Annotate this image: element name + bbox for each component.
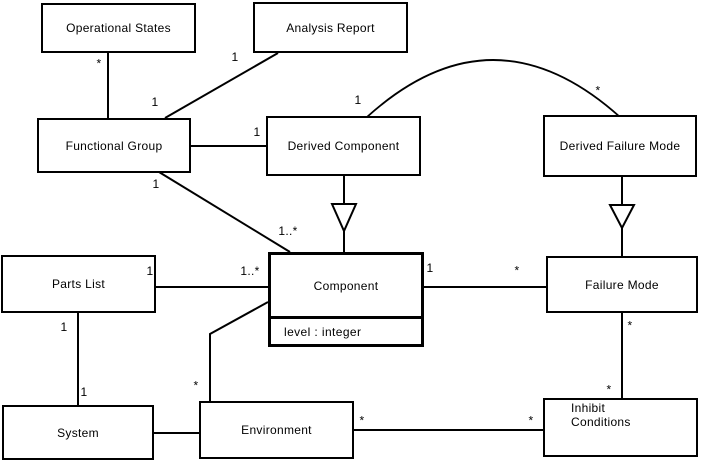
multiplicity-failure-mode-inhibit-end: * bbox=[627, 318, 633, 333]
node-label: Derived Failure Mode bbox=[559, 139, 681, 153]
multiplicity-environment-component-end: * bbox=[193, 378, 199, 393]
class-attribute: level : integer bbox=[284, 324, 362, 339]
multiplicity-operational-states-end: * bbox=[96, 56, 102, 71]
multiplicity-component-parts-list-end: 1..* bbox=[240, 264, 260, 278]
node-label: Component bbox=[313, 278, 379, 293]
node-label: System bbox=[57, 425, 99, 440]
node-label: Parts List bbox=[51, 277, 105, 291]
edge-functional-group-component bbox=[158, 171, 291, 253]
multiplicity-parts-list-component-end: 1 bbox=[146, 264, 154, 278]
multiplicity-derived-failure-mode-arc-end: * bbox=[595, 83, 601, 98]
node-label: Analysis Report bbox=[286, 20, 375, 35]
multiplicity-functional-group-component-end: 1 bbox=[152, 177, 160, 191]
generalization-triangle-icon bbox=[608, 204, 636, 231]
node-label: Failure Mode bbox=[585, 277, 659, 292]
multiplicity-component-failure-mode-end: 1 bbox=[426, 261, 434, 275]
multiplicity-analysis-report-end: 1 bbox=[231, 50, 239, 64]
node-label: Operational States bbox=[66, 21, 171, 35]
node-derived-failure-mode: Derived Failure Mode bbox=[543, 115, 697, 177]
multiplicity-derived-component-end: 1 bbox=[253, 125, 261, 139]
node-label: Environment bbox=[241, 423, 312, 437]
node-operational-states: Operational States bbox=[41, 3, 196, 53]
edge-derived-component-derived-failure-mode-arc bbox=[366, 59, 621, 118]
edge-analysis-report-functional-group bbox=[164, 52, 279, 119]
edge-environment-component bbox=[209, 301, 269, 401]
node-inhibit-conditions: Inhibit Conditions bbox=[543, 398, 698, 457]
multiplicity-component-functional-group-end: 1..* bbox=[278, 224, 298, 238]
node-parts-list: Parts List bbox=[1, 255, 156, 313]
node-label-line2: Conditions bbox=[571, 415, 631, 429]
node-analysis-report: Analysis Report bbox=[253, 2, 408, 53]
generalization-triangle-icon bbox=[330, 203, 358, 234]
node-failure-mode: Failure Mode bbox=[546, 256, 698, 313]
multiplicity-inhibit-environment-end: * bbox=[528, 413, 534, 428]
multiplicity-environment-inhibit-end: * bbox=[359, 413, 365, 428]
node-derived-component: Derived Component bbox=[266, 116, 421, 176]
class-name-compartment: Component bbox=[271, 255, 421, 316]
multiplicity-functional-group-analysis-end: 1 bbox=[151, 95, 159, 109]
multiplicity-system-parts-list-end: 1 bbox=[80, 385, 88, 399]
multiplicity-parts-list-system-end: 1 bbox=[60, 320, 68, 334]
multiplicity-failure-mode-component-end: * bbox=[514, 263, 520, 278]
node-label-line1: Inhibit bbox=[571, 401, 606, 415]
class-attribute-compartment: level : integer bbox=[271, 316, 421, 344]
node-system: System bbox=[2, 405, 154, 460]
multiplicity-derived-component-arc-end: 1 bbox=[354, 93, 362, 107]
multiplicity-inhibit-failure-mode-end: * bbox=[606, 382, 612, 397]
node-environment: Environment bbox=[199, 401, 354, 459]
node-label: Functional Group bbox=[65, 138, 163, 153]
node-label: Derived Component bbox=[287, 139, 400, 153]
node-component: Component level : integer bbox=[268, 252, 424, 347]
node-functional-group: Functional Group bbox=[37, 118, 191, 173]
